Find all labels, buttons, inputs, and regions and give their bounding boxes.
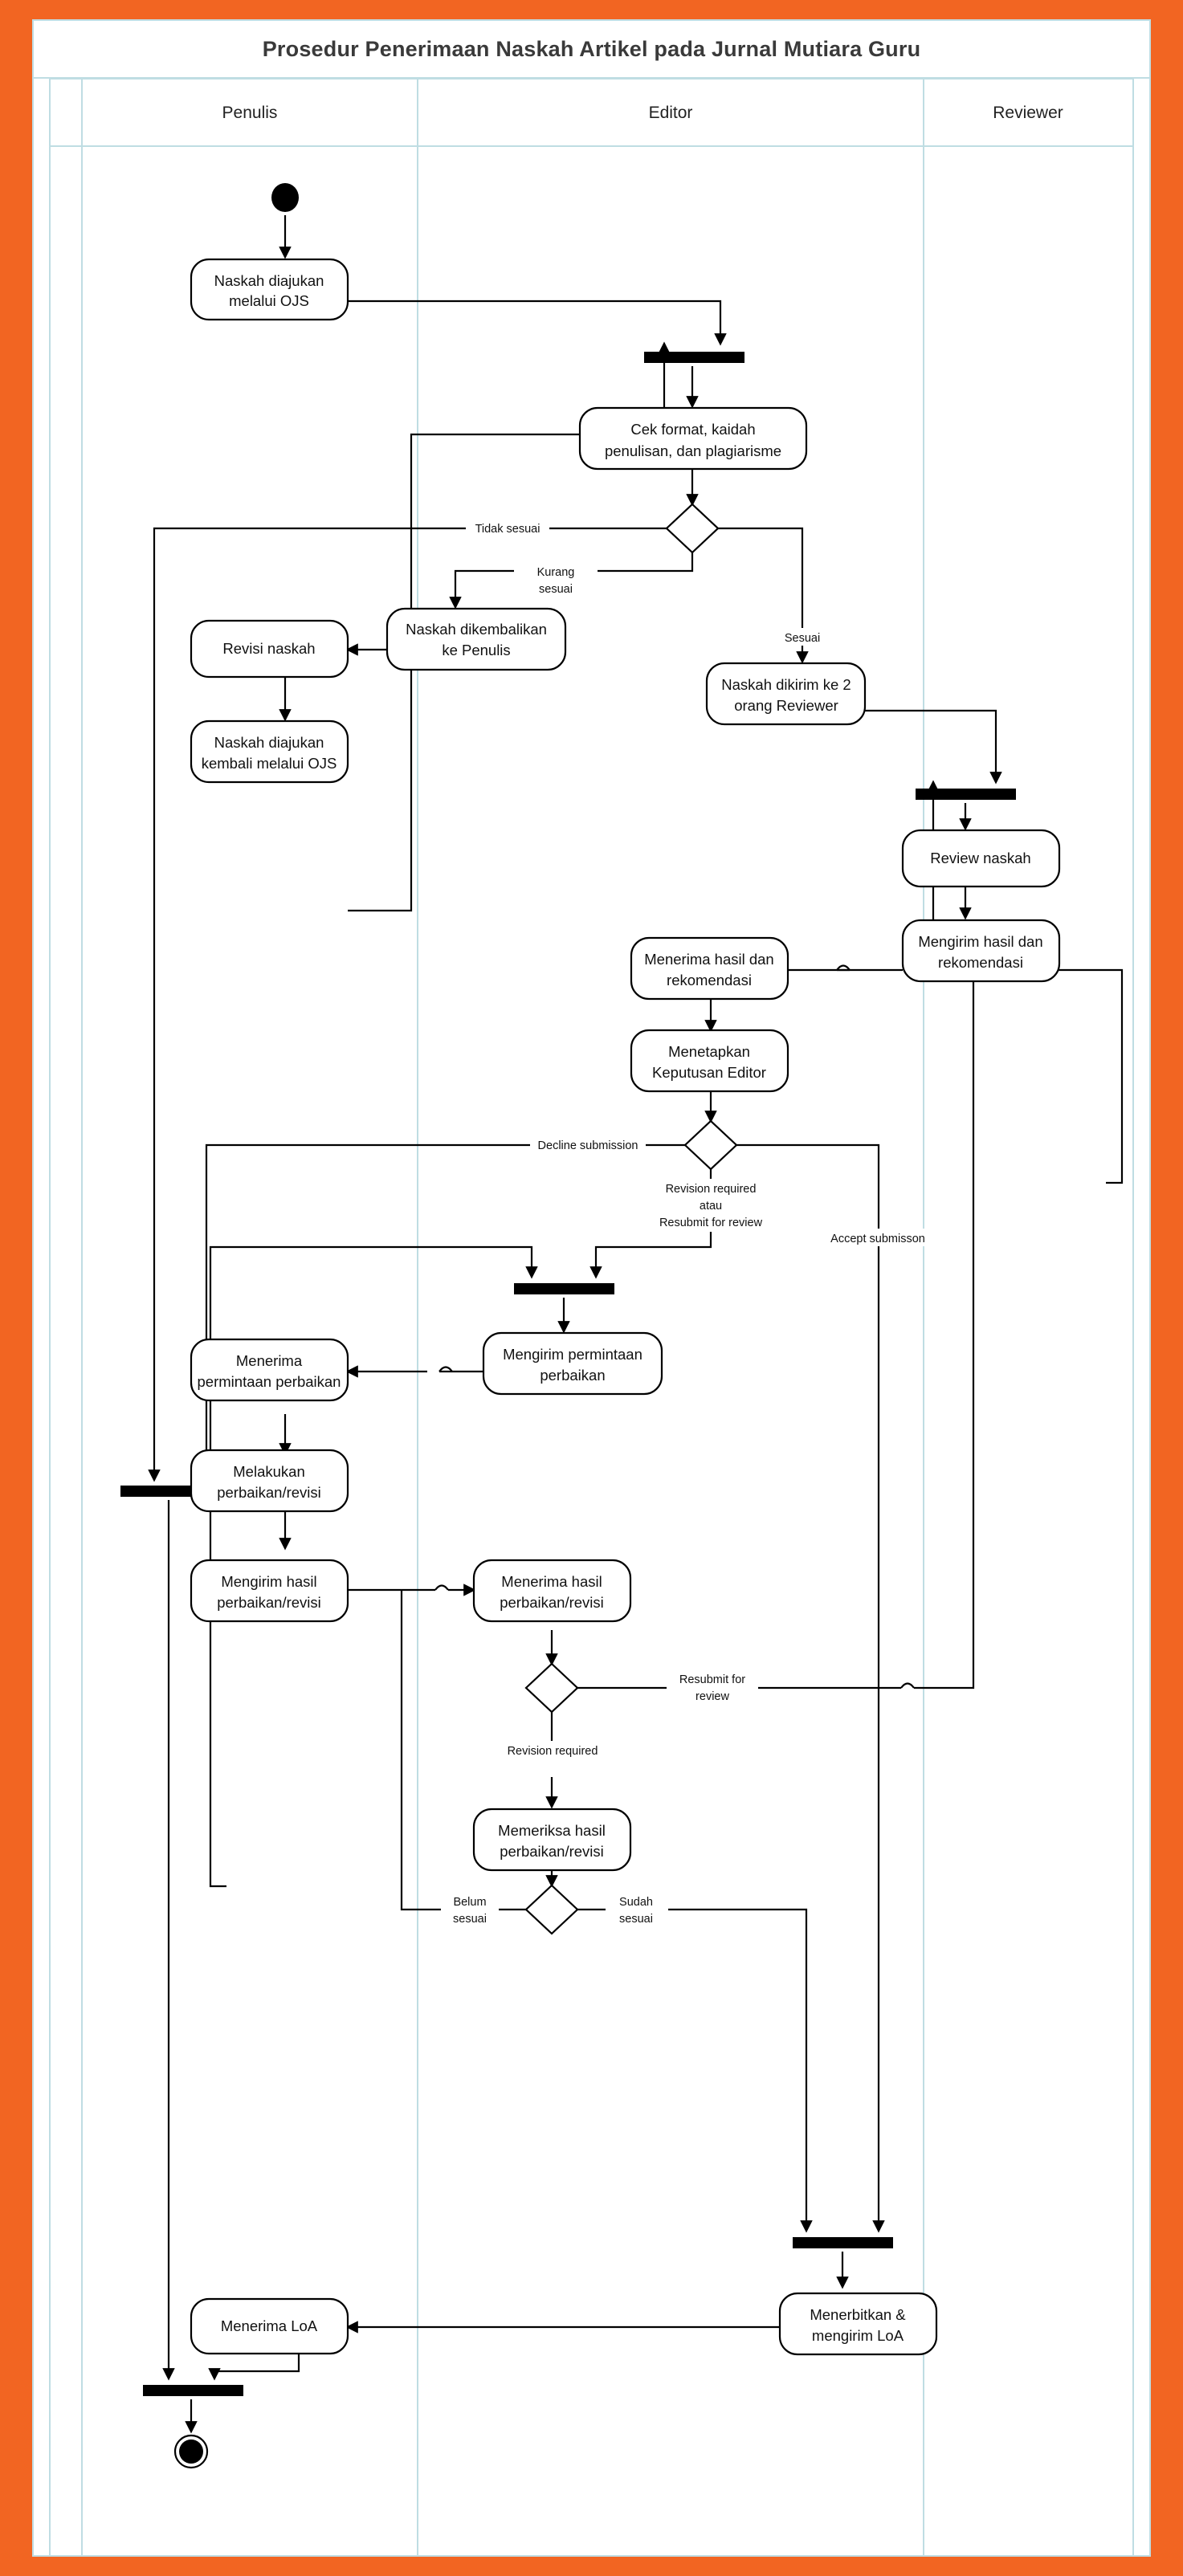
edge-label-resubmit-line1: Resubmit for: [679, 1673, 745, 1686]
join-bar-4: [514, 1283, 614, 1294]
join-bar-6: [143, 2385, 243, 2396]
edge-label-decline-submission: Decline submission: [538, 1139, 638, 1152]
join-bar-5: [793, 2237, 893, 2248]
action-label-line1: Naskah dikirim ke 2: [721, 676, 851, 693]
action-label-line1: Revisi naskah: [222, 640, 315, 657]
action-label-line2: mengirim LoA: [812, 2327, 904, 2344]
action-label-line1: Melakukan: [233, 1463, 304, 1480]
action-naskah-dikirim-reviewer[interactable]: Naskah dikirim ke 2 orang Reviewer: [705, 662, 867, 726]
edge-label-resubmit-line2: review: [696, 1690, 729, 1703]
action-naskah-diajukan-kembali[interactable]: Naskah diajukan kembali melalui OJS: [190, 719, 349, 784]
action-review-naskah[interactable]: Review naskah: [901, 829, 1061, 888]
action-label-line2: ke Penulis: [442, 642, 510, 658]
action-label-line2: perbaikan: [540, 1367, 605, 1384]
final-node: [173, 2434, 209, 2469]
action-menerbitkan-mengirim-loa[interactable]: Menerbitkan & mengirim LoA: [778, 2292, 938, 2356]
diagram-sheet: Prosedur Penerimaan Naskah Artikel pada …: [32, 19, 1151, 2557]
action-menerima-hasil-perbaikan[interactable]: Menerima hasil perbaikan/revisi: [472, 1559, 632, 1623]
action-revisi-naskah[interactable]: Revisi naskah: [190, 619, 349, 679]
action-label-line2: rekomendasi: [938, 954, 1023, 971]
edge-label-sudah-line1: Sudah: [619, 1896, 653, 1909]
action-label-line2: Keputusan Editor: [652, 1064, 766, 1081]
action-mengirim-hasil-perbaikan[interactable]: Mengirim hasil perbaikan/revisi: [190, 1559, 349, 1623]
action-label-line1: Menetapkan: [668, 1043, 750, 1060]
action-label-line1: Mengirim hasil: [221, 1573, 316, 1590]
action-label-line1: Naskah dikembalikan: [406, 621, 547, 638]
join-bar-1: [644, 352, 744, 363]
swimlane-grid: [49, 79, 1134, 2555]
action-menerima-hasil-rekomendasi[interactable]: Menerima hasil dan rekomendasi: [630, 936, 789, 1001]
edge-label-sudah-line2: sesuai: [619, 1913, 653, 1926]
action-label-line1: Memeriksa hasil: [498, 1822, 606, 1839]
initial-node: [271, 183, 299, 212]
flow-connectors: [148, 215, 1124, 2434]
action-menerima-permintaan-perbaikan[interactable]: Menerima permintaan perbaikan: [190, 1338, 349, 1402]
action-menerima-loa[interactable]: Menerima LoA: [190, 2297, 349, 2355]
action-label-line1: Cek format, kaidah: [630, 421, 755, 438]
action-label-line1: Menerima: [236, 1352, 303, 1369]
action-label-line2: perbaikan/revisi: [217, 1594, 321, 1611]
action-label-line1: Menerima hasil dan: [644, 951, 773, 968]
action-label-line1: Menerbitkan &: [810, 2306, 906, 2323]
decision-sudah-sesuai[interactable]: [524, 1884, 579, 1935]
action-label-line1: Menerima LoA: [221, 2317, 318, 2334]
lane-header-reviewer: Reviewer: [993, 104, 1063, 122]
action-label-line2: perbaikan/revisi: [217, 1484, 321, 1501]
action-naskah-diajukan-melalui-ojs[interactable]: Naskah diajukan melalui OJS: [190, 258, 349, 321]
diagram-title-bar: Prosedur Penerimaan Naskah Artikel pada …: [34, 21, 1149, 79]
action-menetapkan-keputusan-editor[interactable]: Menetapkan Keputusan Editor: [630, 1029, 789, 1093]
activity-diagram: Penulis Editor Reviewer: [34, 79, 1152, 2557]
edge-label-accept-submisson: Accept submisson: [830, 1233, 925, 1245]
action-label-line2: perbaikan/revisi: [500, 1594, 604, 1611]
action-label-line1: Mengirim hasil dan: [918, 933, 1042, 950]
action-label-line1: Naskah diajukan: [214, 734, 324, 751]
action-naskah-dikembalikan[interactable]: Naskah dikembalikan ke Penulis: [385, 607, 567, 671]
action-label-line2: perbaikan/revisi: [500, 1843, 604, 1860]
edge-label-revision-required-2: Revision required: [508, 1745, 598, 1758]
action-label-line2: penulisan, dan plagiarisme: [605, 442, 781, 459]
action-mengirim-permintaan-perbaikan[interactable]: Mengirim permintaan perbaikan: [482, 1331, 663, 1396]
action-label-line1: Review naskah: [930, 850, 1030, 866]
action-label-line2: orang Reviewer: [734, 697, 838, 714]
action-label-line1: Menerima hasil: [501, 1573, 602, 1590]
action-label-line2: permintaan perbaikan: [198, 1373, 341, 1390]
edge-label-resubmit-for-review: Resubmit for review: [659, 1217, 763, 1229]
action-cek-format[interactable]: Cek format, kaidah penulisan, dan plagia…: [578, 406, 808, 471]
lane-header-penulis: Penulis: [222, 104, 278, 122]
action-label-line2: kembali melalui OJS: [202, 755, 337, 772]
edge-label-revision-required: Revision required: [666, 1183, 757, 1196]
action-label-line1: Naskah diajukan: [214, 272, 324, 289]
decision-keputusan-editor[interactable]: [683, 1119, 738, 1171]
action-label-line1: Mengirim permintaan: [503, 1346, 642, 1363]
decision-cek-format[interactable]: [665, 503, 720, 554]
action-label-line2: melalui OJS: [229, 292, 309, 309]
edge-labels: Tidak sesuai Kurang sesuai Sesuai Declin…: [441, 519, 939, 1927]
edge-label-atau: atau: [700, 1200, 722, 1213]
join-bar-2: [916, 789, 1016, 800]
edge-label-belum-line2: sesuai: [453, 1913, 487, 1926]
action-mengirim-hasil-rekomendasi[interactable]: Mengirim hasil dan rekomendasi: [901, 919, 1061, 983]
page-title: Prosedur Penerimaan Naskah Artikel pada …: [262, 36, 921, 61]
action-label-line2: rekomendasi: [667, 972, 752, 988]
action-memeriksa-hasil-perbaikan[interactable]: Memeriksa hasil perbaikan/revisi: [472, 1808, 632, 1872]
edge-label-belum-line1: Belum: [453, 1896, 486, 1909]
edge-label-sesuai: Sesuai: [785, 632, 820, 645]
lane-header-editor: Editor: [649, 104, 693, 122]
edge-label-kurang-line2: sesuai: [539, 583, 573, 596]
action-melakukan-perbaikan-revisi[interactable]: Melakukan perbaikan/revisi: [190, 1449, 349, 1513]
decision-hasil-perbaikan[interactable]: [524, 1662, 579, 1714]
edge-label-tidak-sesuai: Tidak sesuai: [475, 523, 541, 536]
edge-label-kurang-line1: Kurang: [537, 566, 575, 579]
